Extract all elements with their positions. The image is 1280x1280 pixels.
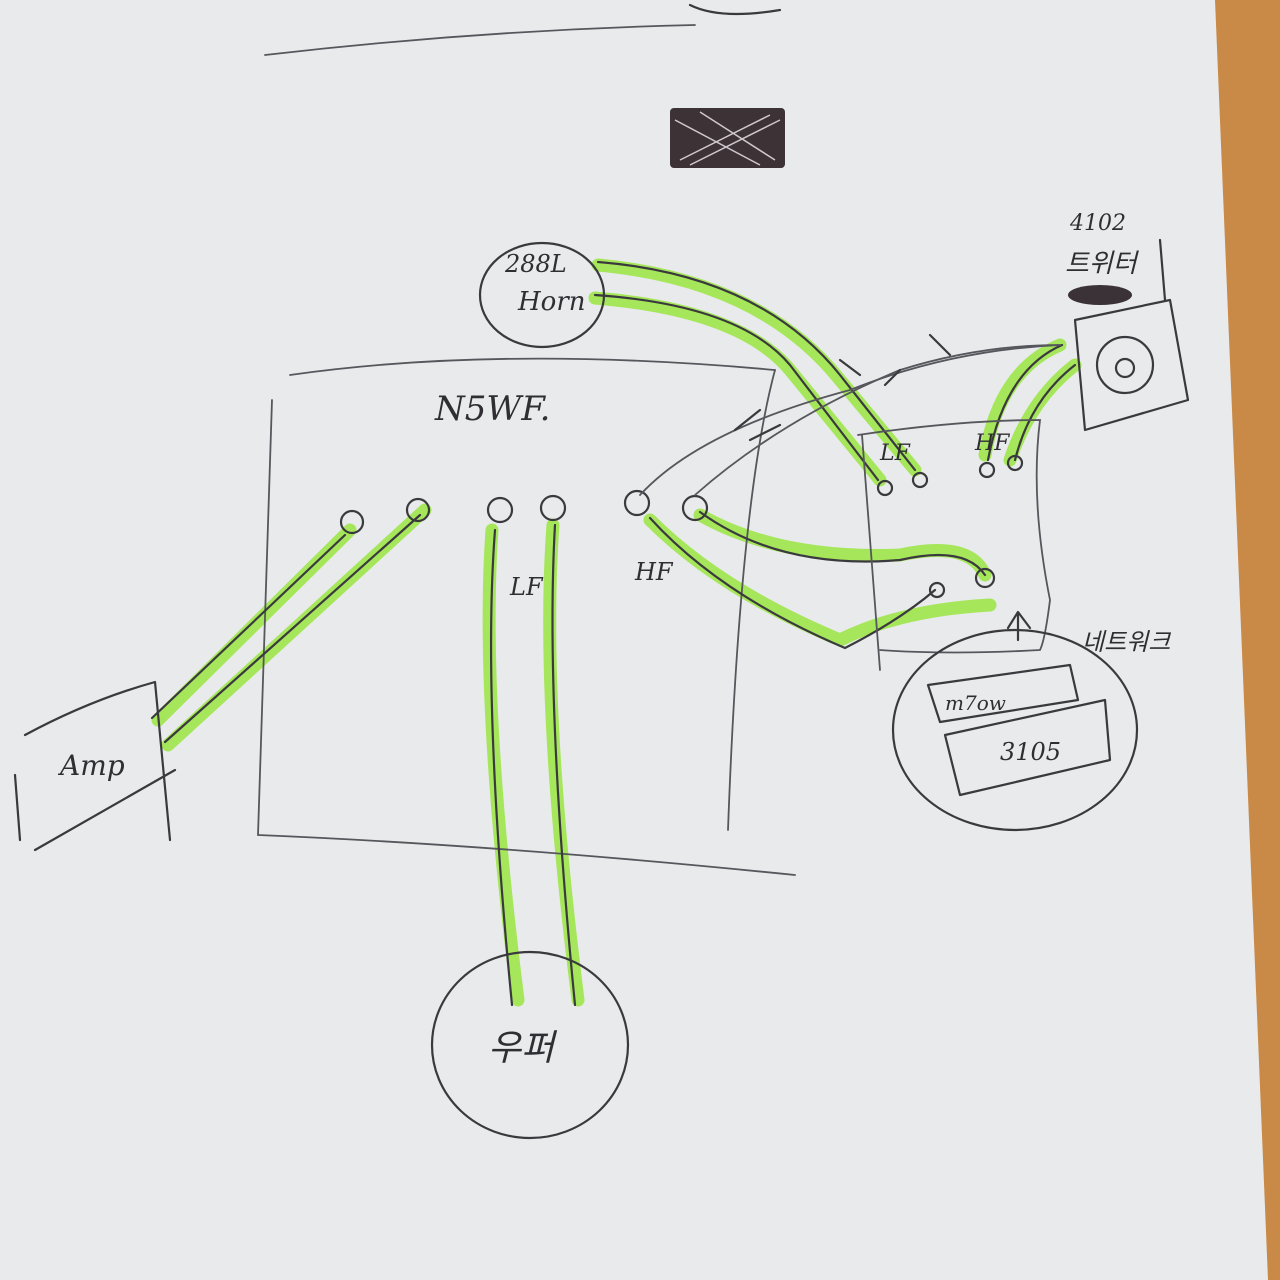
crossover-model-label: 3105	[1000, 738, 1061, 766]
network-label: 네트워크	[1082, 628, 1171, 656]
network-component: m7ow 3105 네트워크	[891, 628, 1171, 832]
tweeter-model-label: 4102	[1069, 211, 1126, 236]
crossover-board	[857, 419, 1051, 671]
terminal-row	[339, 489, 709, 535]
amp-label: Amp	[57, 749, 125, 782]
top-rule-line	[264, 24, 696, 56]
crossover-part-label: m7ow	[945, 691, 1006, 715]
top-cropped-scribble	[688, 3, 782, 16]
hf-mid-label: HF	[634, 558, 674, 586]
horn-label: Horn	[517, 287, 586, 317]
horn-driver: 288L Horn	[478, 241, 606, 349]
ink-wires	[150, 260, 1077, 1007]
woofer: 우퍼	[430, 950, 630, 1140]
hf-top-label: HF	[974, 431, 1010, 456]
tweeter-label: 트위터	[1065, 249, 1140, 279]
lf-mid-label: LF	[509, 573, 544, 601]
tweeter: 4102 트위터	[1065, 211, 1190, 432]
speaker-cabinet-outline	[257, 357, 796, 876]
lf-top-label: LF	[879, 441, 911, 466]
scribbled-out-block	[670, 108, 785, 168]
horn-model-label: 288L	[504, 250, 567, 278]
amplifier: Amp	[13, 680, 177, 852]
woofer-label: 우퍼	[488, 1028, 558, 1069]
network-model-label: N5WF.	[434, 389, 550, 429]
